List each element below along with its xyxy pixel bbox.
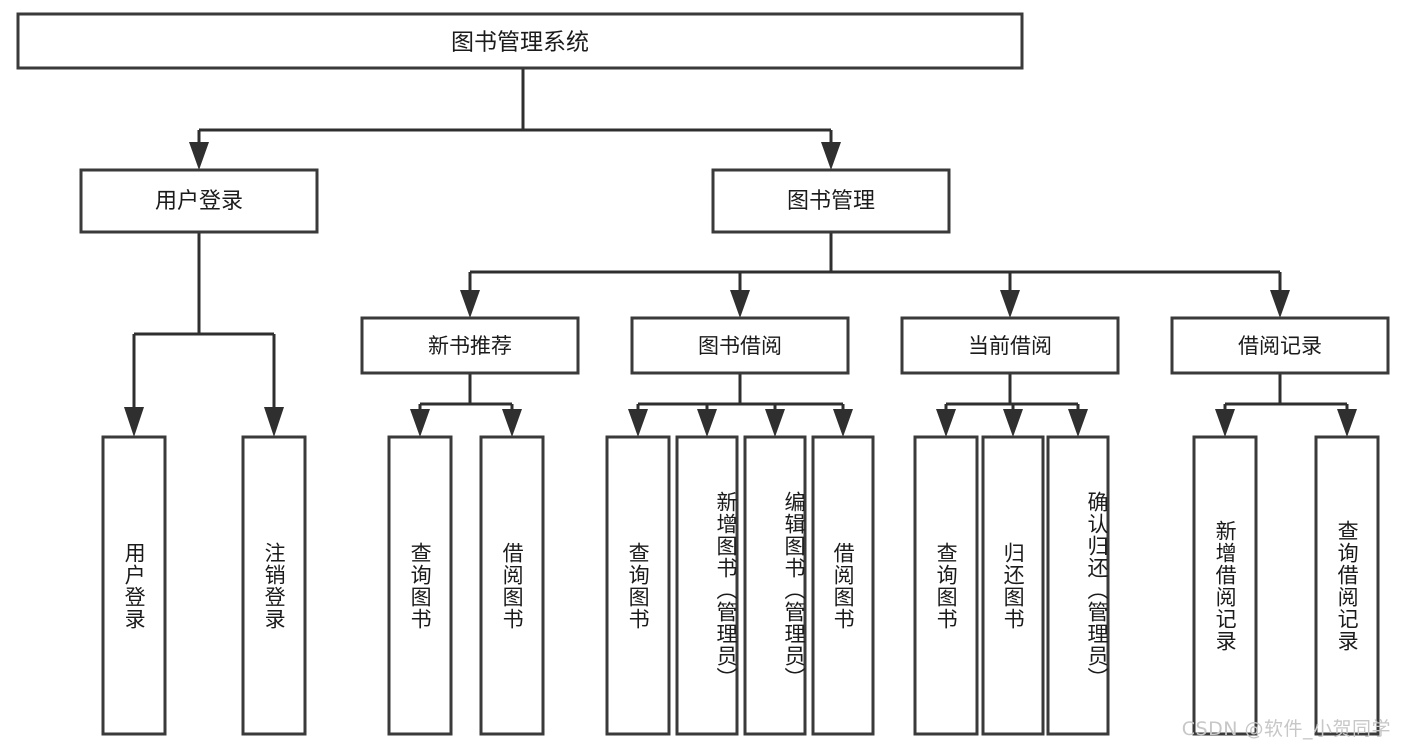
node-book-borrow-label: 图书借阅	[698, 334, 782, 358]
watermark-text: CSDN @软件_小贺同学	[1181, 718, 1391, 740]
arrow-to-new-book-rec	[460, 290, 480, 318]
arrow-current-borrow-leaf2	[1003, 409, 1023, 437]
arrow-current-borrow-leaf3	[1068, 409, 1088, 437]
node-root-label: 图书管理系统	[451, 30, 589, 56]
arrow-to-book-borrow	[730, 290, 750, 318]
leaf-box-book-borrow-3[interactable]	[811, 435, 875, 736]
node-book-manage[interactable]: 图书管理	[711, 168, 951, 234]
leaf-box-current-borrow-1[interactable]	[981, 435, 1045, 736]
leaf-box-user-login-1[interactable]	[241, 435, 307, 736]
node-user-login[interactable]: 用户登录	[79, 168, 319, 234]
arrow-new-book-rec-leaf2	[502, 409, 522, 437]
node-layer: 图书管理系统 用户登录 图书管理 新书推荐 图书借阅	[16, 12, 1390, 736]
leaf-box-book-borrow-0[interactable]	[605, 435, 671, 736]
node-current-borrow-label: 当前借阅	[968, 334, 1052, 358]
arrow-to-user-login	[189, 142, 209, 170]
arrow-new-book-rec-leaf1	[410, 409, 430, 437]
arrow-book-borrow-leaf3	[765, 409, 785, 437]
leaf-box-borrow-record-0[interactable]	[1192, 435, 1258, 736]
arrow-user-login-leaf1	[124, 407, 144, 437]
leaf-box-user-login-0[interactable]	[101, 435, 167, 736]
arrow-to-book-manage	[821, 142, 841, 170]
arrow-current-borrow-leaf1	[936, 409, 956, 437]
arrow-book-borrow-leaf4	[833, 409, 853, 437]
leaf-box-book-borrow-2[interactable]	[743, 435, 807, 736]
node-borrow-record[interactable]: 借阅记录	[1170, 316, 1390, 375]
node-new-book-rec[interactable]: 新书推荐	[360, 316, 580, 375]
arrow-user-login-leaf2	[264, 407, 284, 437]
leaf-box-current-borrow-2[interactable]	[1046, 435, 1110, 736]
node-borrow-record-label: 借阅记录	[1238, 334, 1322, 358]
arrow-book-borrow-leaf2	[697, 409, 717, 437]
arrow-borrow-record-leaf2	[1337, 409, 1357, 437]
node-book-borrow[interactable]: 图书借阅	[630, 316, 850, 375]
edge-layer	[124, 68, 1357, 437]
node-current-borrow[interactable]: 当前借阅	[900, 316, 1120, 375]
node-new-book-rec-label: 新书推荐	[428, 334, 512, 358]
leaf-box-new-book-rec-0[interactable]	[387, 435, 453, 736]
node-user-login-label: 用户登录	[155, 189, 243, 214]
arrow-book-borrow-leaf1	[628, 409, 648, 437]
leaf-box-current-borrow-0[interactable]	[913, 435, 979, 736]
node-root[interactable]: 图书管理系统	[16, 12, 1024, 70]
arrow-to-current-borrow	[1000, 290, 1020, 318]
leaf-box-book-borrow-1[interactable]	[675, 435, 739, 736]
arrow-to-borrow-record	[1270, 290, 1290, 318]
leaf-box-new-book-rec-1[interactable]	[479, 435, 545, 736]
node-book-manage-label: 图书管理	[787, 189, 875, 214]
arrow-borrow-record-leaf1	[1215, 409, 1235, 437]
leaf-box-borrow-record-1[interactable]	[1314, 435, 1380, 736]
